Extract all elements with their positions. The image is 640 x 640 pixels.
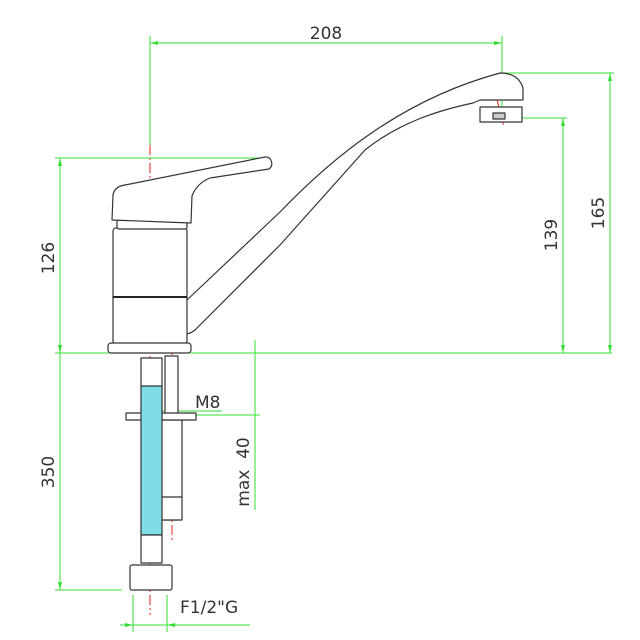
spout	[179, 72, 524, 335]
hose-top-fitting	[140, 357, 163, 387]
hose-bottom-fitting	[140, 534, 163, 564]
dim-m8-label: M8	[195, 393, 220, 413]
hose-nut	[129, 564, 173, 591]
dim-max40-label: max 40	[234, 437, 254, 506]
dim-126-label: 126	[39, 242, 59, 274]
aerator-insert	[492, 112, 506, 120]
dim-350-label: 350	[39, 456, 59, 488]
stud-sleeve	[159, 419, 183, 499]
flexible-hose	[140, 384, 163, 536]
dim-139-label: 139	[542, 219, 562, 251]
lever-handle	[111, 156, 273, 224]
base-plate	[107, 342, 192, 354]
dim-208-label: 208	[310, 24, 342, 44]
faucet-body	[107, 72, 524, 354]
cartridge-body	[112, 227, 188, 345]
dim-165-label: 165	[589, 197, 609, 229]
mounting-assembly	[125, 355, 197, 591]
stud-nut	[159, 496, 183, 521]
dim-f12g-label: F1/2"G	[180, 598, 238, 618]
